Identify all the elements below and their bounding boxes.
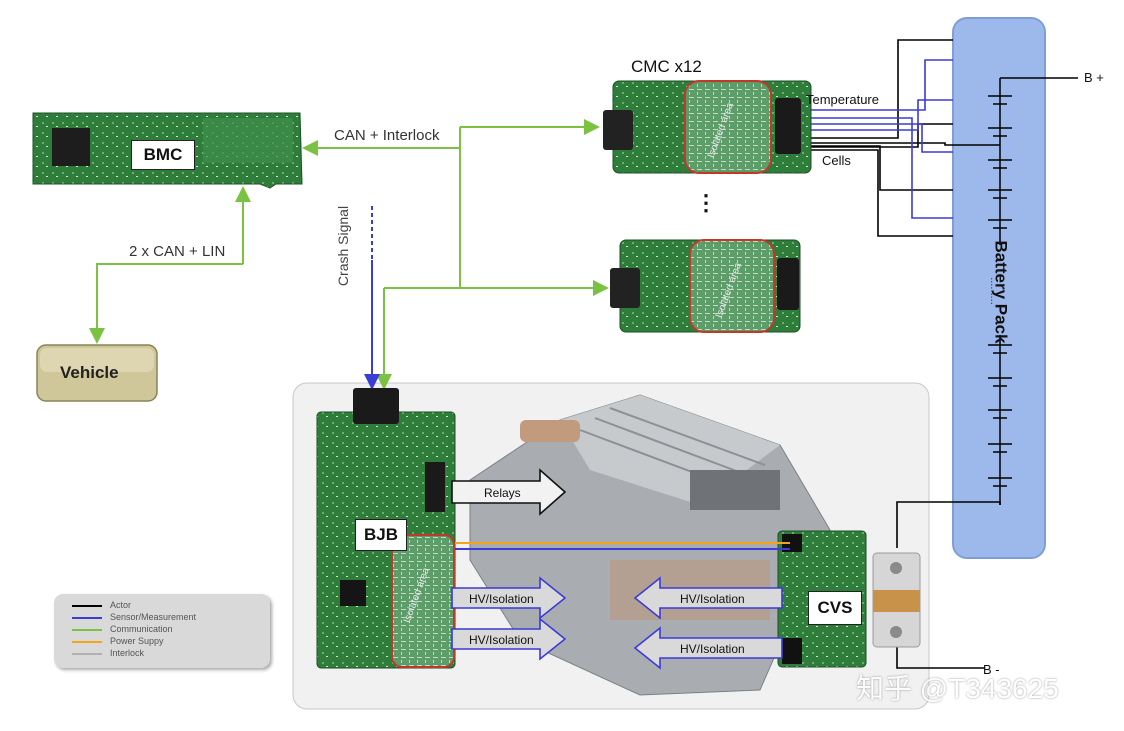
hv-isolation-label-2: HV/Isolation: [469, 633, 534, 647]
legend-item-actor: Actor: [72, 600, 131, 612]
relays-arrow: [451, 468, 567, 516]
battery-cells: [988, 77, 1078, 505]
legend: Actor Sensor/Measurement Communication P…: [54, 594, 270, 668]
hv-isolation-arrow-3: [633, 576, 783, 620]
legend-item-interlock: Interlock: [72, 648, 144, 660]
hv-isolation-label-4: HV/Isolation: [680, 642, 745, 656]
watermark: 知乎 @T343625: [856, 673, 1059, 704]
cells-wiring: [808, 39, 1000, 237]
hv-housing: [469, 394, 831, 696]
legend-item-communication: Communication: [72, 624, 173, 636]
vehicle-block: [36, 344, 158, 402]
legend-item-sensor: Sensor/Measurement: [72, 612, 196, 624]
hv-isolation-arrow-1: [451, 576, 567, 620]
hv-isolation-arrow-4: [633, 626, 783, 670]
crash-signal-label: Crash Signal: [335, 205, 352, 287]
cmc-ellipsis: ⋮: [695, 190, 717, 215]
vehicle-label: Vehicle: [60, 363, 119, 382]
battery-pack-gap: .........: [987, 277, 1000, 305]
b-minus-label: B -: [983, 662, 1000, 677]
bmc-label: BMC: [131, 140, 195, 170]
cmc-label: CMC x12: [631, 57, 702, 76]
temperature-label: Temperature: [806, 92, 879, 107]
cmc-board-1: [603, 80, 812, 174]
communication-lines: [89, 119, 609, 390]
can-interlock-label: CAN + Interlock: [334, 127, 440, 144]
cvs-label: CVS: [808, 591, 862, 625]
cmc-board-2: [610, 239, 801, 333]
hv-isolation-label-3: HV/Isolation: [680, 592, 745, 606]
temperature-wiring: [808, 59, 953, 219]
hv-isolation-label-1: HV/Isolation: [469, 592, 534, 606]
battery-pack-body: [952, 17, 1046, 559]
b-plus-label: B +: [1084, 70, 1104, 85]
bjb-label: BJB: [355, 519, 407, 551]
cells-label: Cells: [822, 153, 851, 168]
hv-isolation-arrow-2: [451, 617, 567, 661]
b-minus-wiring: [896, 501, 1001, 669]
relays-label: Relays: [484, 486, 521, 500]
legend-item-power: Power Suppy: [72, 636, 164, 648]
can-lin-label: 2 x CAN + LIN: [129, 243, 226, 260]
shunt-clamp: [872, 552, 921, 648]
